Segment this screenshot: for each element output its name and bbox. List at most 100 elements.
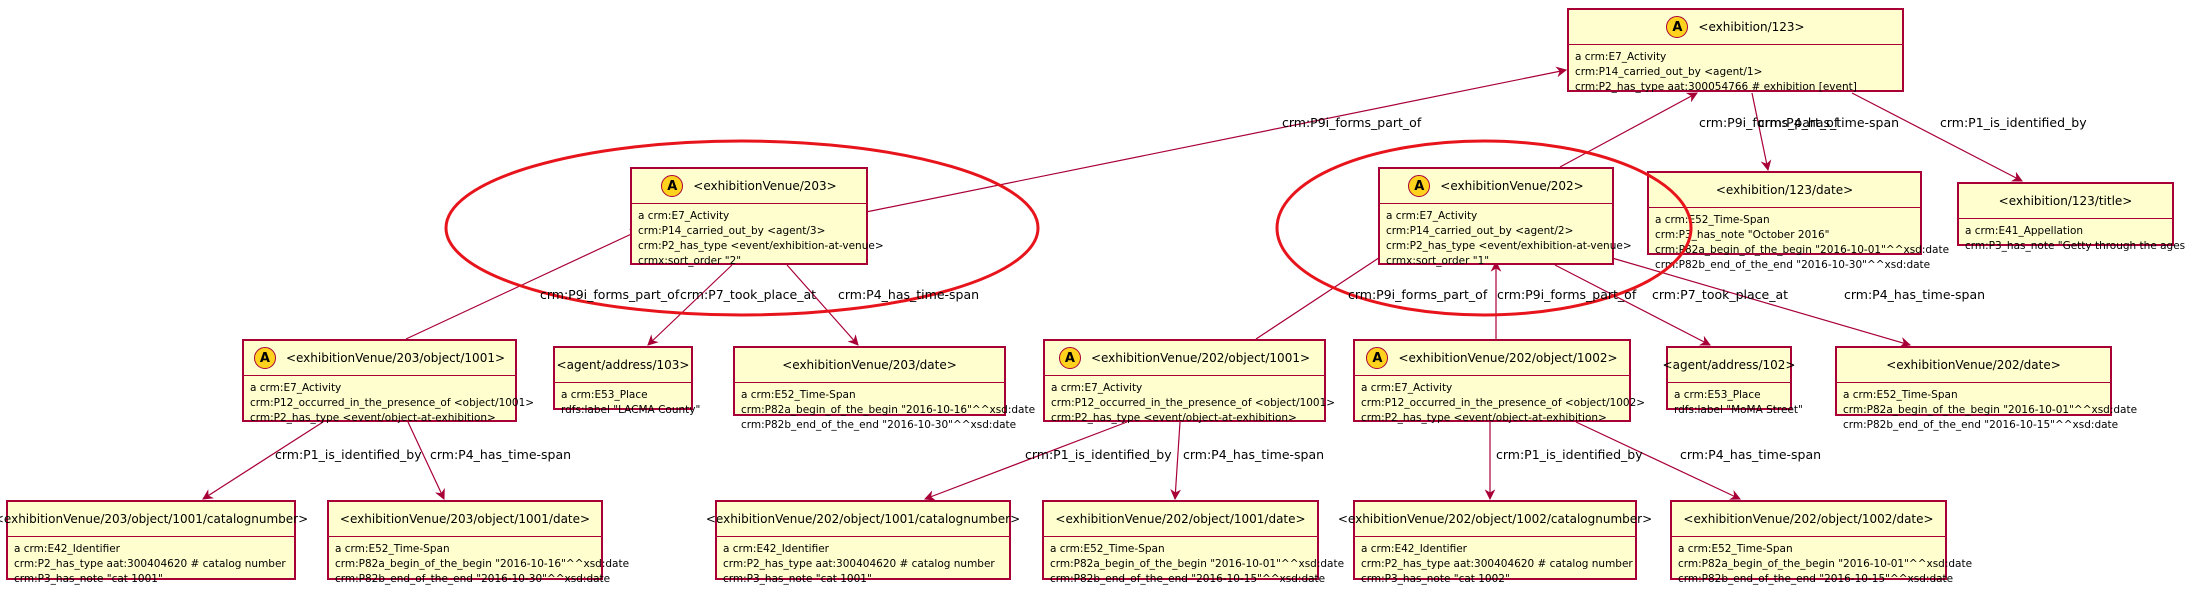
node-header: <exhibitionVenue/203/object/1001/date> [329, 502, 601, 537]
edge-label: crm:P4_has_time-span [1758, 115, 1900, 130]
node-property: a crm:E7_Activity [250, 382, 342, 394]
node-title: <exhibitionVenue/202/object/1002/catalog… [1337, 512, 1653, 526]
node-header: <exhibitionVenue/202/object/1001/catalog… [706, 502, 1020, 537]
node-obj202-1001: A<exhibitionVenue/202/object/1001>a crm:… [1043, 339, 1335, 424]
node-property: crm:P3_has_note "cat 1001" [14, 573, 163, 585]
node-property: crm:P3_has_note "Getty through the ages" [1965, 240, 2186, 252]
node-title: <exhibitionVenue/202/object/1001> [1090, 351, 1311, 365]
node-header: A <exhibition/123> [1569, 10, 1902, 45]
node-property: crm:P2_has_type <event/object-at-exhibit… [1361, 412, 1607, 424]
node-property: crm:P2_has_type aat:300404620 # catalog … [1361, 558, 1633, 570]
node-header: <exhibitionVenue/202/object/1002/catalog… [1338, 502, 1652, 537]
node-title: <exhibitionVenue/202/object/1002/date> [1683, 512, 1934, 526]
node-obj202-1002: A<exhibitionVenue/202/object/1002> a crm:… [1353, 339, 1645, 424]
node-exdate: <exhibition/123/date>a crm:E52_Time-Span… [1647, 171, 1950, 271]
edge-label: crm:P4_has_time-span [1680, 447, 1822, 462]
node-property: a crm:E42_Identifier [723, 543, 829, 555]
node-property: a crm:E7_Activity [1361, 382, 1453, 394]
node-title: <exhibitionVenue/202/object/1001/date> [1055, 512, 1306, 526]
node-body: a crm:E7_Activity crm:P12_occurred_in_the… [1355, 376, 1646, 429]
node-obj203-1001: A<exhibitionVenue/203/object/1001> a crm:… [242, 339, 534, 424]
edge-label: crm:P1_is_identified_by [1025, 447, 1172, 462]
node-title: <exhibition/123/title> [1998, 194, 2133, 208]
node-header: <exhibition/123/title> [1959, 184, 2172, 219]
node-property: crm:P2_has_type aat:300054766 # exhibiti… [1575, 81, 1857, 93]
node-property: crm:P82a_begin_of_the_begin "2016-10-01"… [1655, 244, 1950, 256]
node-body: a crm:E52_Time-Span crm:P82a_begin_of_the… [1672, 537, 1973, 590]
abstract-badge-icon: A [1666, 16, 1689, 38]
node-property: a crm:E52_Time-Span [1678, 543, 1793, 555]
node-property: crmx:sort_order "1" [1386, 255, 1490, 267]
node-date203-1001: <exhibitionVenue/203/object/1001/date>a … [327, 500, 629, 585]
node-property: a crm:E53_Place [1674, 389, 1761, 401]
node-title: <exhibition/123> [1698, 20, 1805, 34]
node-title: <exhibitionVenue/202> [1440, 179, 1584, 193]
node-property: crm:P12_occurred_in_the_presence_of <obj… [1361, 397, 1646, 409]
edge-exhibition-to-extitle [1851, 92, 2023, 182]
node-property: crm:P82b_end_of_the_end "2016-10-15"^^xs… [1678, 573, 1954, 585]
node-property: a crm:E52_Time-Span [1655, 214, 1770, 226]
edge-venue202-to-exhibition [1559, 92, 1698, 168]
node-property: crm:P14_carried_out_by <agent/3> [638, 225, 826, 237]
node-property: crm:P2_has_type aat:300404620 # catalog … [14, 558, 286, 570]
node-cat203-1001: <exhibitionVenue/203/object/1001/catalog… [0, 500, 308, 585]
node-property: crm:P82b_end_of_the_end "2016-10-30"^^xs… [335, 573, 611, 585]
edge-obj203-1001-to-venue203 [405, 229, 641, 340]
node-property: crm:P82b_end_of_the_end "2016-10-30"^^xs… [1655, 259, 1931, 271]
edge-label: crm:P1_is_identified_by [1496, 447, 1643, 462]
node-property: crm:P3_has_note "cat 1002" [1361, 573, 1510, 585]
node-header: A<exhibitionVenue/202/object/1002> [1355, 341, 1629, 376]
node-property: crmx:sort_order "2" [638, 255, 742, 267]
node-property: crm:P82a_begin_of_the_begin "2016-10-16"… [335, 558, 630, 570]
node-property: crm:P82a_begin_of_the_begin "2016-10-01"… [1843, 404, 2138, 416]
edge-label: crm:P7_took_place_at [680, 287, 817, 302]
node-property: a crm:E42_Identifier [1361, 543, 1467, 555]
node-property: crm:P82a_begin_of_the_begin "2016-10-16"… [741, 404, 1036, 416]
edge-label: crm:P9i_forms_part_of [540, 287, 680, 302]
node-body: a crm:E41_Appellation crm:P3_has_note "Ge… [1959, 219, 2186, 257]
node-property: crm:P2_has_type <event/object-at-exhibit… [1051, 412, 1297, 424]
node-title: <exhibitionVenue/203/object/1001/catalog… [0, 512, 309, 526]
edge-label: crm:P9i_forms_part_of [1282, 115, 1422, 130]
edge-venue202-to-addr102 [1554, 264, 1711, 346]
node-property: crm:P82b_end_of_the_end "2016-10-30"^^xs… [741, 419, 1017, 431]
node-title: <agent/address/103> [556, 358, 690, 372]
node-property: crm:P2_has_type <event/exhibition-at-ven… [638, 240, 884, 252]
node-property: crm:P12_occurred_in_the_presence_of <obj… [1051, 397, 1336, 409]
node-header: A<exhibitionVenue/202> [1380, 169, 1612, 204]
node-title: <exhibitionVenue/202/date> [1886, 358, 2061, 372]
edge-label: crm:P4_has_time-span [430, 447, 572, 462]
node-property: crm:P2_has_type <event/exhibition-at-ven… [1386, 240, 1632, 252]
node-date202-1001: <exhibitionVenue/202/object/1001/date>a … [1042, 500, 1344, 585]
node-header: <agent/address/103> [555, 348, 691, 383]
node-property: crm:P14_carried_out_by <agent/1> [1575, 66, 1763, 78]
node-title: <exhibitionVenue/203/object/1001/date> [339, 512, 591, 526]
node-header: A<exhibitionVenue/203/object/1001> [244, 341, 515, 376]
abstract-badge-icon: A [1366, 347, 1389, 369]
node-property: crm:P82a_begin_of_the_begin "2016-10-01"… [1678, 558, 1973, 570]
node-header: A<exhibitionVenue/203> [632, 169, 866, 204]
node-header: <exhibitionVenue/203/object/1001/catalog… [0, 502, 308, 537]
node-v202date: <exhibitionVenue/202/date>a crm:E52_Time… [1835, 346, 2137, 431]
node-header: <exhibitionVenue/202/date> [1837, 348, 2110, 383]
abstract-badge-icon: A [1058, 347, 1081, 369]
edge-venue203-to-v203date [786, 264, 859, 346]
node-extitle: <exhibition/123/title> a crm:E41_Appellat… [1957, 182, 2186, 252]
edge-obj202-1002-to-date202-1002 [1575, 421, 1741, 500]
node-property: a crm:E41_Appellation [1965, 225, 2084, 237]
node-date202-1002: <exhibitionVenue/202/object/1002/date> a … [1670, 500, 1972, 585]
edge-obj202-1001-to-date202-1001 [1170, 421, 1182, 501]
abstract-badge-icon: A [253, 347, 276, 369]
